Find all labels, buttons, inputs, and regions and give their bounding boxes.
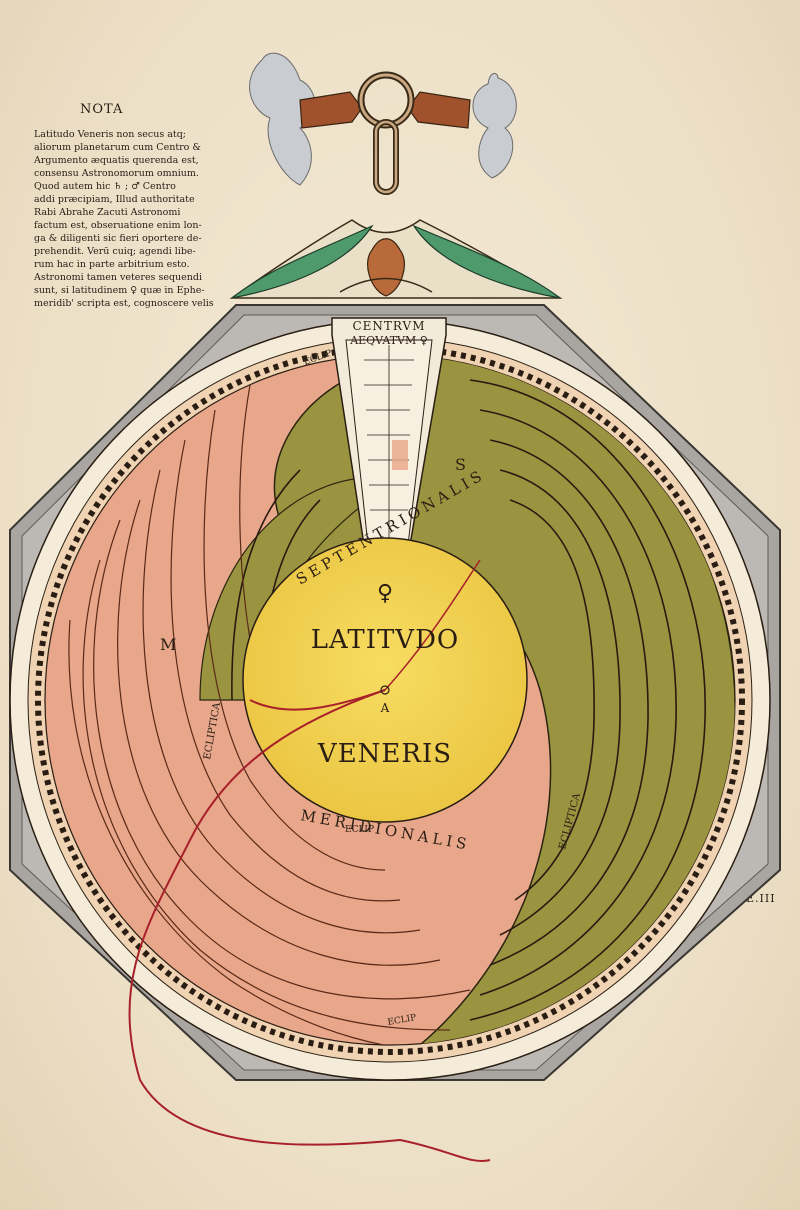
pivot-label: A — [380, 701, 390, 715]
disc-title-line2: VENERIS — [317, 739, 452, 769]
venus-symbol: ♀ — [377, 581, 393, 606]
label-meridional-mark: M — [160, 635, 176, 654]
label-eclip-inner: ECLIP — [345, 825, 374, 835]
label-eclip-bottom: ECLIP — [387, 1013, 417, 1028]
bracket-ornament — [229, 219, 563, 299]
disc-title-line1: LATITVDO — [311, 625, 460, 655]
tab-line1: CENTRVM — [352, 319, 425, 333]
centrum-tab: CENTRVM AEQVATVM ♀ — [331, 317, 447, 546]
pivot-point — [380, 685, 390, 695]
suspension-ornament — [249, 52, 517, 195]
label-septentrional-mark: S — [455, 455, 466, 474]
nota-title: NOTA — [80, 102, 124, 117]
tab-line2: AEQVATVM ♀ — [349, 334, 428, 347]
nota-text: Latitudo Veneris non secus atq; aliorum … — [34, 129, 214, 309]
signature-mark: E.III — [746, 892, 776, 905]
